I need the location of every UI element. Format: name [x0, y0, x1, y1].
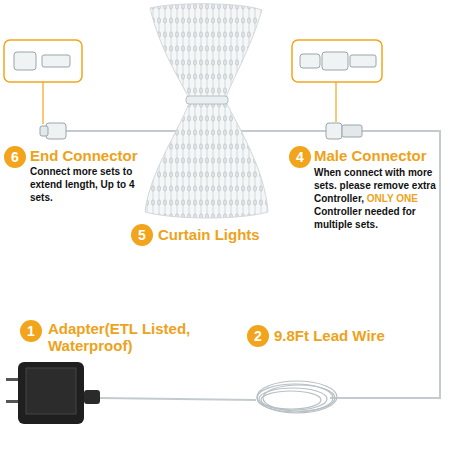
note: Controller needed for multiple sets.: [314, 206, 416, 230]
callout-number: 6: [4, 146, 26, 168]
note-block: When connect with more sets. please remo…: [314, 166, 454, 231]
callout-number: 2: [247, 325, 269, 347]
note: ONLY ONE: [367, 193, 418, 204]
callout-number: 4: [289, 146, 311, 168]
note: Connect more sets to extend length, Up t…: [30, 165, 148, 204]
part-name: 9.8Ft Lead Wire: [274, 327, 424, 344]
callout-number: 1: [20, 320, 42, 342]
part-name: Adapter(ETL Listed, Waterproof): [48, 320, 206, 354]
part-name: End Connector: [30, 147, 170, 164]
callout-number: 5: [131, 224, 153, 246]
part-name: Male Connector: [314, 147, 454, 164]
part-name: Curtain Lights: [158, 226, 288, 243]
